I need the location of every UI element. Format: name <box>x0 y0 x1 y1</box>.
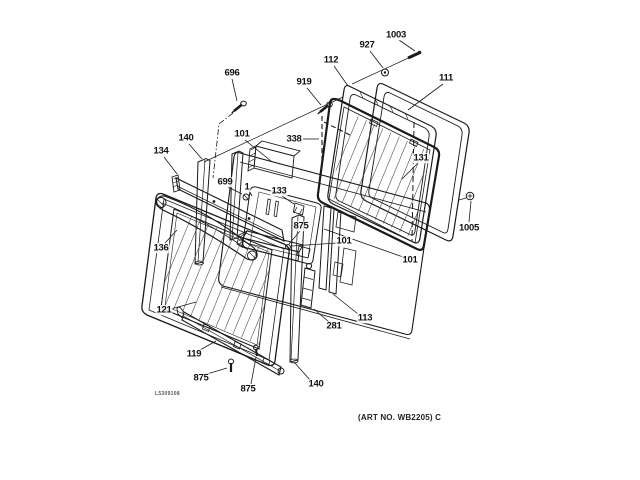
nut-927 <box>381 68 389 77</box>
part-label-1005: 1005 <box>458 222 480 234</box>
part-label-696: 696 <box>223 67 241 79</box>
part-label-919: 919 <box>295 76 313 88</box>
side-trim-140-left <box>194 157 211 266</box>
part-label-133: 133 <box>270 185 288 197</box>
bottom-trim-119 <box>176 306 285 376</box>
bracket-133 <box>292 202 305 216</box>
door-top-cap-134 <box>171 174 285 242</box>
leader-lines <box>163 39 472 385</box>
part-label-134: 134 <box>152 145 170 157</box>
insulation-batts-101 <box>247 140 357 286</box>
inner-door-liner-101 <box>218 151 431 340</box>
part-label-112: 112 <box>322 54 340 66</box>
part-label-140-bottom: 140 <box>307 378 325 390</box>
part-label-111: 111 <box>438 72 454 84</box>
part-label-131: 131 <box>412 152 430 164</box>
part-label-140-top: 140 <box>177 132 195 144</box>
hinge-bracket-281 <box>300 262 316 309</box>
part-label-338: 338 <box>285 133 303 145</box>
part-label-101-top: 101 <box>233 128 251 140</box>
outer-door-panel-121 <box>141 192 290 367</box>
screw-1003 <box>407 50 422 60</box>
part-label-121: 121 <box>155 304 173 316</box>
screw-875-bottom-mid <box>253 344 259 357</box>
part-label-875-bottom-left: 875 <box>192 372 210 384</box>
drawing-code: L5309108 <box>155 391 180 397</box>
door-handle-136 <box>155 195 258 261</box>
screw-875-bottom-left <box>228 358 234 372</box>
screw-919 <box>317 101 333 115</box>
part-label-119: 119 <box>185 348 203 360</box>
screw-696 <box>231 100 247 114</box>
dashed-screw-axes <box>321 116 415 243</box>
part-label-101-right: 101 <box>401 254 419 266</box>
part-label-875-bottom-mid: 875 <box>239 383 257 395</box>
trim-strips-113 <box>318 205 342 295</box>
screw-1005 <box>458 191 475 201</box>
part-label-699: 699 <box>216 176 234 188</box>
part-label-875-mid: 875 <box>292 220 310 232</box>
part-label-101-mid: 101 <box>335 235 353 247</box>
part-label-1003: 1003 <box>385 29 407 41</box>
part-label-281: 281 <box>325 320 343 332</box>
part-label-927: 927 <box>358 39 376 51</box>
door-frame-111 <box>360 82 470 242</box>
part-label-113: 113 <box>356 312 374 324</box>
part-label-qty-1: 1 <box>243 181 251 193</box>
side-trim-140-right <box>289 214 305 364</box>
art-number: (ART NO. WB2205) C <box>358 413 442 422</box>
side-trim-inner <box>229 150 244 241</box>
part-label-136: 136 <box>152 242 170 254</box>
